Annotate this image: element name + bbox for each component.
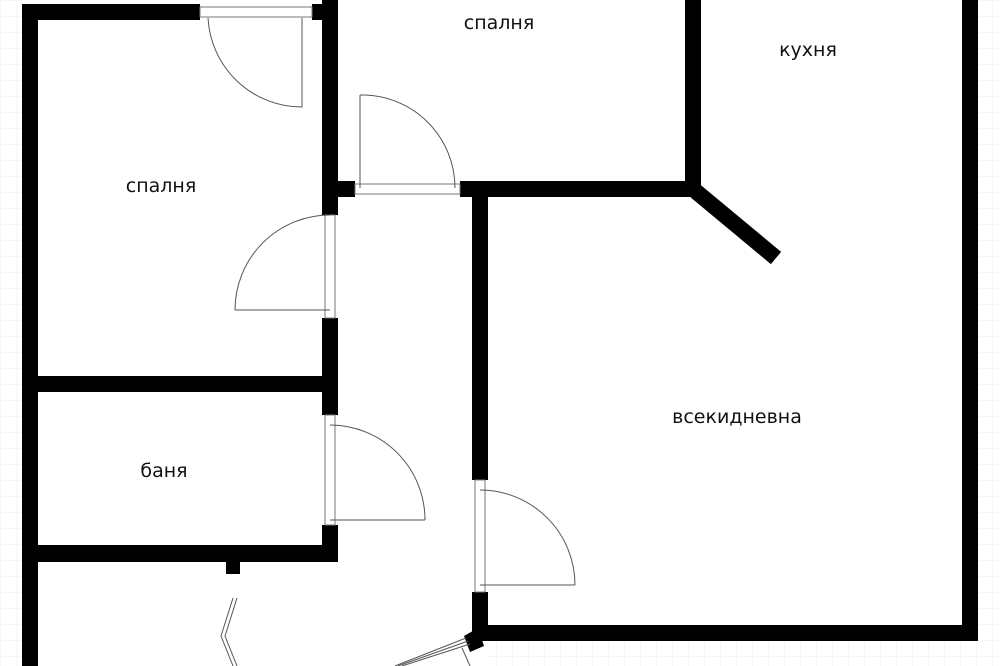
wall-top-left <box>22 4 200 20</box>
door-living-room[interactable] <box>474 479 576 593</box>
wall-bedroom-hall-mid <box>322 318 338 415</box>
door-left-bedroom[interactable] <box>234 214 336 319</box>
doors <box>199 6 576 666</box>
wall-kitchen-diagonal <box>687 182 782 265</box>
door-top-bedroom[interactable] <box>354 94 461 195</box>
wall-bath-bottom <box>22 545 338 562</box>
room-label-kitchen: кухня <box>779 39 837 61</box>
entrance-folding-door[interactable] <box>220 597 238 666</box>
room-label-bathroom: баня <box>140 460 188 482</box>
wall-living-bottom <box>472 625 978 641</box>
wall-bedroom-bath <box>22 376 338 392</box>
wall-bedroom-top-right <box>460 181 693 197</box>
wall-corner-block <box>464 628 484 652</box>
room-label-bedroom-top: спалня <box>463 12 535 34</box>
room-label-bedroom-left: спалня <box>125 175 197 197</box>
entrance-door-bottom[interactable] <box>394 637 471 666</box>
wall-left-outer <box>22 4 38 666</box>
wall-living-left-top <box>472 190 488 480</box>
room-label-living-room: всекидневна <box>672 406 802 428</box>
walls <box>22 0 978 666</box>
wall-kitchen-left <box>685 0 701 197</box>
wall-bedroom-top-left <box>322 181 355 197</box>
wall-right-outer <box>962 0 978 641</box>
wall-bedroom-hall-top <box>322 0 338 215</box>
wall-column-stub <box>226 562 240 574</box>
door-top-left-bedroom[interactable] <box>199 6 313 108</box>
door-bathroom[interactable] <box>324 414 426 526</box>
